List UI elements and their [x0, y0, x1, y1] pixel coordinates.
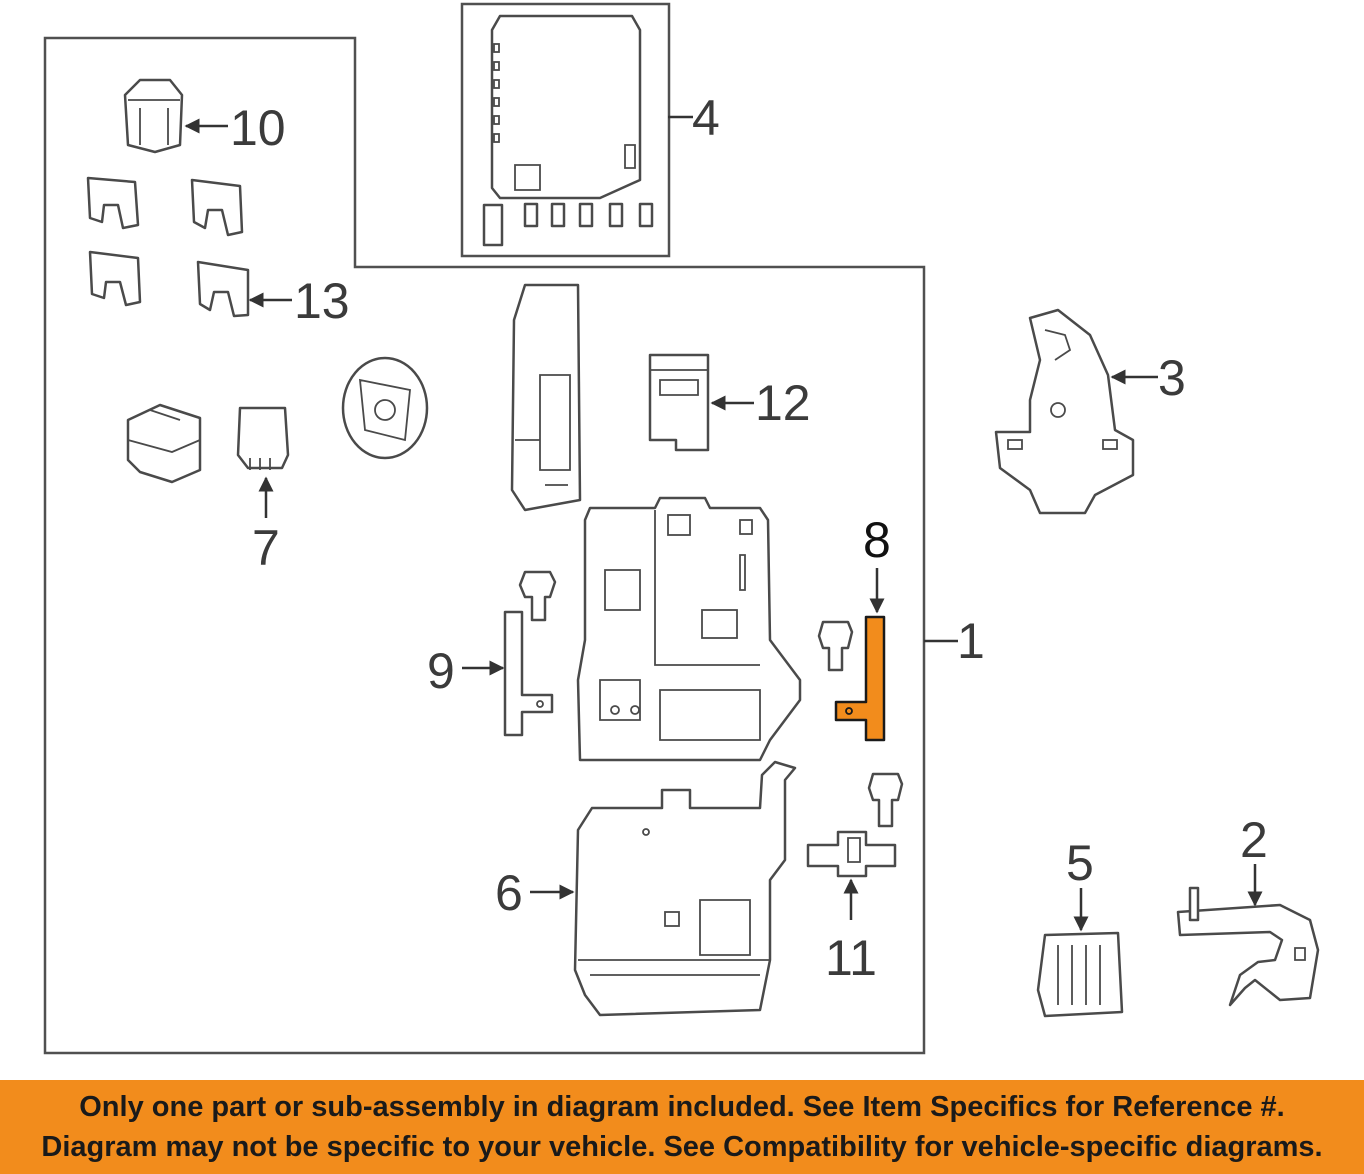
part-13-fuses	[86, 176, 250, 318]
relay-socket	[126, 403, 202, 484]
callout-1: 1	[957, 613, 985, 669]
callout-10: 10	[230, 100, 286, 156]
part-11-clip	[806, 830, 897, 878]
part-6-lower-case	[573, 760, 797, 1017]
callout-11: 11	[825, 930, 877, 986]
parts-diagram: 10 4 13 12 3 7 8 1 9 6 11 5 2	[43, 2, 1320, 1055]
part-9-bracket	[503, 610, 554, 737]
part-5-pad	[1036, 931, 1124, 1018]
part-8-bracket-highlighted	[834, 615, 886, 742]
callout-5: 5	[1066, 835, 1094, 891]
callout-9: 9	[427, 643, 455, 699]
disclaimer-banner: Only one part or sub-assembly in diagram…	[0, 1080, 1364, 1174]
part-4-frame	[460, 2, 671, 258]
part-4-control-module	[482, 14, 654, 247]
callout-6: 6	[495, 865, 523, 921]
callout-2: 2	[1240, 812, 1268, 868]
callout-3: 3	[1158, 350, 1186, 406]
assembly-frame	[43, 36, 926, 1055]
callout-7: 7	[252, 520, 280, 576]
part-3-bracket	[994, 308, 1135, 515]
callout-12: 12	[755, 375, 811, 431]
leader-lines	[184, 115, 1263, 932]
callout-13: 13	[294, 273, 350, 329]
grommet-cap	[341, 356, 429, 460]
part-10-fuse	[123, 78, 184, 154]
part-12-connector	[648, 353, 710, 452]
part-2-bracket	[1176, 886, 1320, 1007]
part-7-relay	[236, 406, 290, 470]
disclaimer-line-2: Diagram may not be specific to your vehi…	[41, 1131, 1323, 1163]
callout-4: 4	[692, 90, 720, 146]
bolt	[518, 570, 557, 622]
bolt	[817, 620, 854, 672]
bolt	[867, 772, 904, 828]
disclaimer-line-1: Only one part or sub-assembly in diagram…	[79, 1091, 1285, 1123]
callout-8: 8	[863, 512, 891, 568]
part-1-fuse-box	[576, 496, 802, 762]
fuse-block-upper-strip	[510, 283, 582, 512]
